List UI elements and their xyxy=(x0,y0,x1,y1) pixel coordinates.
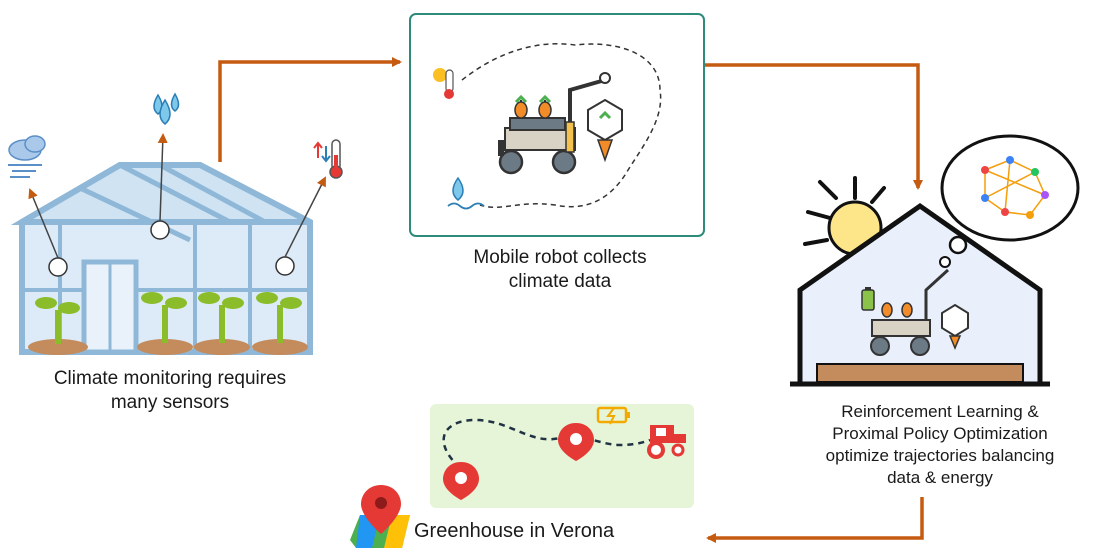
arrow-greenhouse-to-robot xyxy=(218,57,402,162)
harvest-robot-icon xyxy=(870,268,969,356)
caption-line: many sensors xyxy=(110,391,230,413)
greenhouse-illustration xyxy=(10,133,326,355)
water-icon xyxy=(447,176,485,210)
caption-line: Climate monitoring requires xyxy=(53,368,287,389)
location-pin-icon xyxy=(443,462,479,500)
location-pin-icon xyxy=(558,423,594,461)
climate-monitoring-caption: Climate monitoring requires many sensors xyxy=(10,367,330,415)
map-panel xyxy=(430,404,694,508)
caption-line: data & energy xyxy=(887,468,993,488)
greenhouse-floor xyxy=(816,363,1024,383)
caption-line: Reinforcement Learning & xyxy=(841,402,1039,421)
caption-line: Mobile robot collects xyxy=(473,247,647,268)
sensor-node xyxy=(275,256,295,276)
battery-charging-icon xyxy=(596,406,630,425)
greenhouse-location-caption: Greenhouse in Verona xyxy=(414,520,615,542)
caption-line: Proximal Policy Optimization xyxy=(832,424,1048,444)
temperature-sun-icon xyxy=(433,68,454,99)
robot-trajectory xyxy=(461,43,662,208)
harvest-robot-icon xyxy=(498,72,623,175)
caption-line: climate data xyxy=(508,270,612,292)
map-route xyxy=(442,418,651,469)
brain-network-icon xyxy=(939,134,1080,268)
mobile-robot-caption: Mobile robot collects climate data xyxy=(420,246,700,294)
caption-line: optimize trajectories balancing xyxy=(825,446,1055,466)
battery-icon xyxy=(861,287,875,311)
arrow-robot-to-house xyxy=(705,63,923,190)
temperature-icon xyxy=(313,139,343,179)
humidity-icon xyxy=(153,92,180,125)
wind-cloud-icon xyxy=(8,135,46,178)
tractor-icon xyxy=(647,425,686,459)
sensor-node xyxy=(150,220,170,240)
arrow-house-to-map xyxy=(706,497,924,543)
reinforcement-learning-caption: Reinforcement Learning & Proximal Policy… xyxy=(790,401,1090,489)
smart-greenhouse-outline xyxy=(797,202,1043,384)
map-pin-logo-icon xyxy=(350,485,410,548)
sprout-icon xyxy=(35,292,302,344)
sensor-node xyxy=(48,257,68,277)
